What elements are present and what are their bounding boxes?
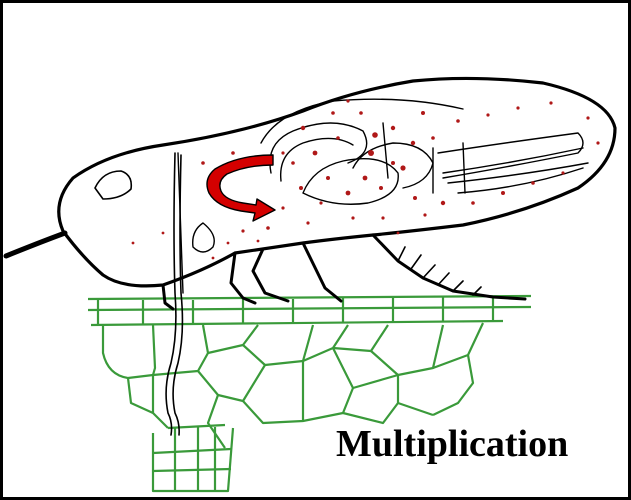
stylet xyxy=(166,153,182,435)
internal-organs xyxy=(178,99,588,293)
hind-leg-spiny xyxy=(373,235,525,299)
circulation-arrow xyxy=(207,155,275,221)
middle-leg-2 xyxy=(253,249,288,301)
multiplication-label: Multiplication xyxy=(336,425,568,463)
front-leg xyxy=(163,285,173,309)
vascular-bundle xyxy=(153,425,233,491)
antenna xyxy=(6,233,65,256)
hind-leg xyxy=(303,243,341,301)
insect-vector xyxy=(6,78,615,435)
epidermis-layer xyxy=(88,296,531,325)
insect-eye xyxy=(95,171,131,199)
middle-leg xyxy=(231,253,255,303)
